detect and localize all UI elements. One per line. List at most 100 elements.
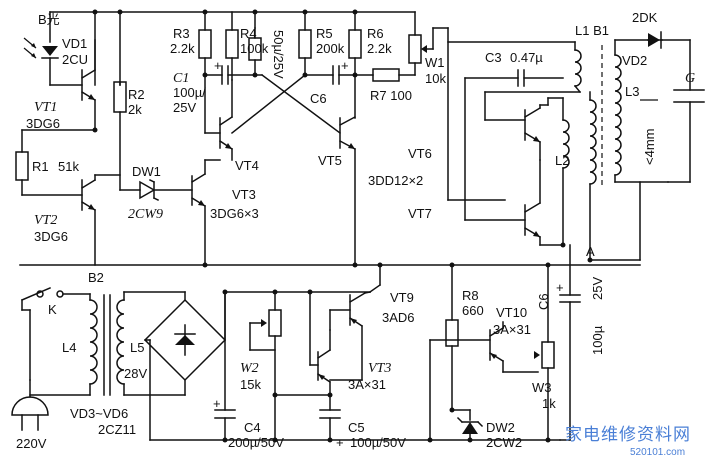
label-w3-val: 1k [542,396,556,411]
c4-capacitor [214,291,236,441]
component-labels: B光 VD1 2CU VT1 3DG6 R1 51k VT2 3DG6 R2 2… [16,10,695,451]
label-w3: W3 [532,380,552,395]
vt5-transistor [338,115,357,266]
label-vt3-top-type: 3DG6×3 [210,206,259,221]
r8-resistor [445,264,459,411]
label-dw1: DW1 [132,164,161,179]
mains-plug [11,379,49,431]
label-vt10: VT10 [496,305,527,320]
l4-primary [29,293,111,396]
label-c5: C5 [348,420,365,435]
label-c6-top-plus: + [341,58,349,73]
label-r4-val: 100k [240,41,269,56]
label-vt9: VT9 [390,290,414,305]
label-l5: L5 [130,340,144,355]
l5-secondary [116,291,186,396]
label-gap: <4mm [642,129,657,165]
label-w2-val: 15k [240,377,261,392]
g-spark-gap [640,89,705,183]
l2-inductor [547,97,570,246]
label-c-mid: 50µ/25V [271,30,286,79]
label-r8: R8 [462,288,479,303]
label-2dk: 2DK [632,10,658,25]
label-l3: L3 [625,84,639,99]
r2-resistor [113,81,127,191]
vt7-transistor [523,159,564,246]
vd2-diode [647,31,691,91]
label-w1-val: 10k [425,71,446,86]
r7-resistor [354,68,416,82]
label-l4: L4 [62,340,76,355]
watermark-url: 520101.com [630,447,685,458]
label-vd3-6-type: 2CZ11 [98,422,136,437]
vt10-transistor [429,321,539,441]
c3-capacitor [464,69,564,221]
label-l1-b1: L1 B1 [575,23,609,38]
label-c6-bottom: C6 [536,293,551,310]
label-vt6-type: 3DD12×2 [368,173,423,188]
watermark-text: 家电维修资料网 [565,425,691,445]
label-r4: R4 [240,26,257,41]
w3-potentiometer [534,264,555,441]
label-w2: W2 [240,361,259,376]
r1-resistor [15,129,83,196]
vt6-transistor [523,104,549,161]
label-vt6: VT6 [408,146,432,161]
label-c1-val1: 100µ/ [173,85,206,100]
vt3-bottom-transistor [309,291,332,411]
label-r2-val: 2k [128,102,142,117]
label-r5: R5 [316,26,333,41]
vt4-transistor [204,79,234,161]
c6-top-capacitor [304,65,356,85]
vt3-transistor-top [190,159,221,266]
w2-potentiometer [249,291,282,441]
label-c6-bottom-val2: 25V [590,277,605,300]
label-vt3-bottom: VT3 [368,361,391,376]
cross-coupling [230,73,342,135]
label-vd2: VD2 [622,53,647,68]
label-b2: B2 [88,270,104,285]
label-dw1-type: 2CW9 [128,207,163,222]
label-vd1-type: 2CU [62,52,88,67]
label-r5-val: 200k [316,41,345,56]
label-c3: C3 [485,50,502,65]
label-vt7: VT7 [408,206,432,221]
label-dw2-type: 2CW2 [486,435,522,450]
k-switch [21,287,91,381]
vd1-photodiode [23,11,96,86]
watermark: 家电维修资料网 520101.com [565,425,691,458]
c5-capacitor [274,394,341,441]
label-c6-bottom-plus: + [556,280,564,295]
label-vt1-type: 3DG6 [26,116,60,131]
label-c6-top: C6 [310,91,327,106]
label-c5-plus: + [336,435,344,450]
label-b-light: B光 [38,12,60,27]
vt1-transistor [21,39,97,131]
label-r3-val: 2.2k [170,41,195,56]
label-r3: R3 [173,26,190,41]
label-c6-bottom-val1: 100µ [590,325,605,355]
label-vd3-6: VD3~VD6 [70,406,128,421]
label-k: K [48,302,57,317]
node-a-wire [589,181,641,261]
label-c4-val: 200µ/50V [228,435,284,450]
label-vt3-bottom-type: 3A×31 [348,377,386,392]
dw1-zener [119,178,193,202]
c6-bottom-capacitor [559,244,581,441]
w1-potentiometer [408,27,449,76]
label-g: G [685,71,695,86]
label-w1: W1 [425,55,445,70]
label-vt2: VT2 [34,213,57,228]
label-28v: 28V [124,366,147,381]
l1-b1-transformer [573,39,669,261]
label-c1-val2: 25V [173,100,196,115]
label-r7: R7 100 [370,88,412,103]
label-c3-val: 0.47µ [510,50,543,65]
label-l2: L2 [555,153,569,168]
r5-resistor [298,29,312,76]
label-vt2-type: 3DG6 [34,229,68,244]
label-220v: 220V [16,436,47,451]
label-vt10-type: 3A×31 [493,322,531,337]
label-c4-plus: + [213,396,221,411]
